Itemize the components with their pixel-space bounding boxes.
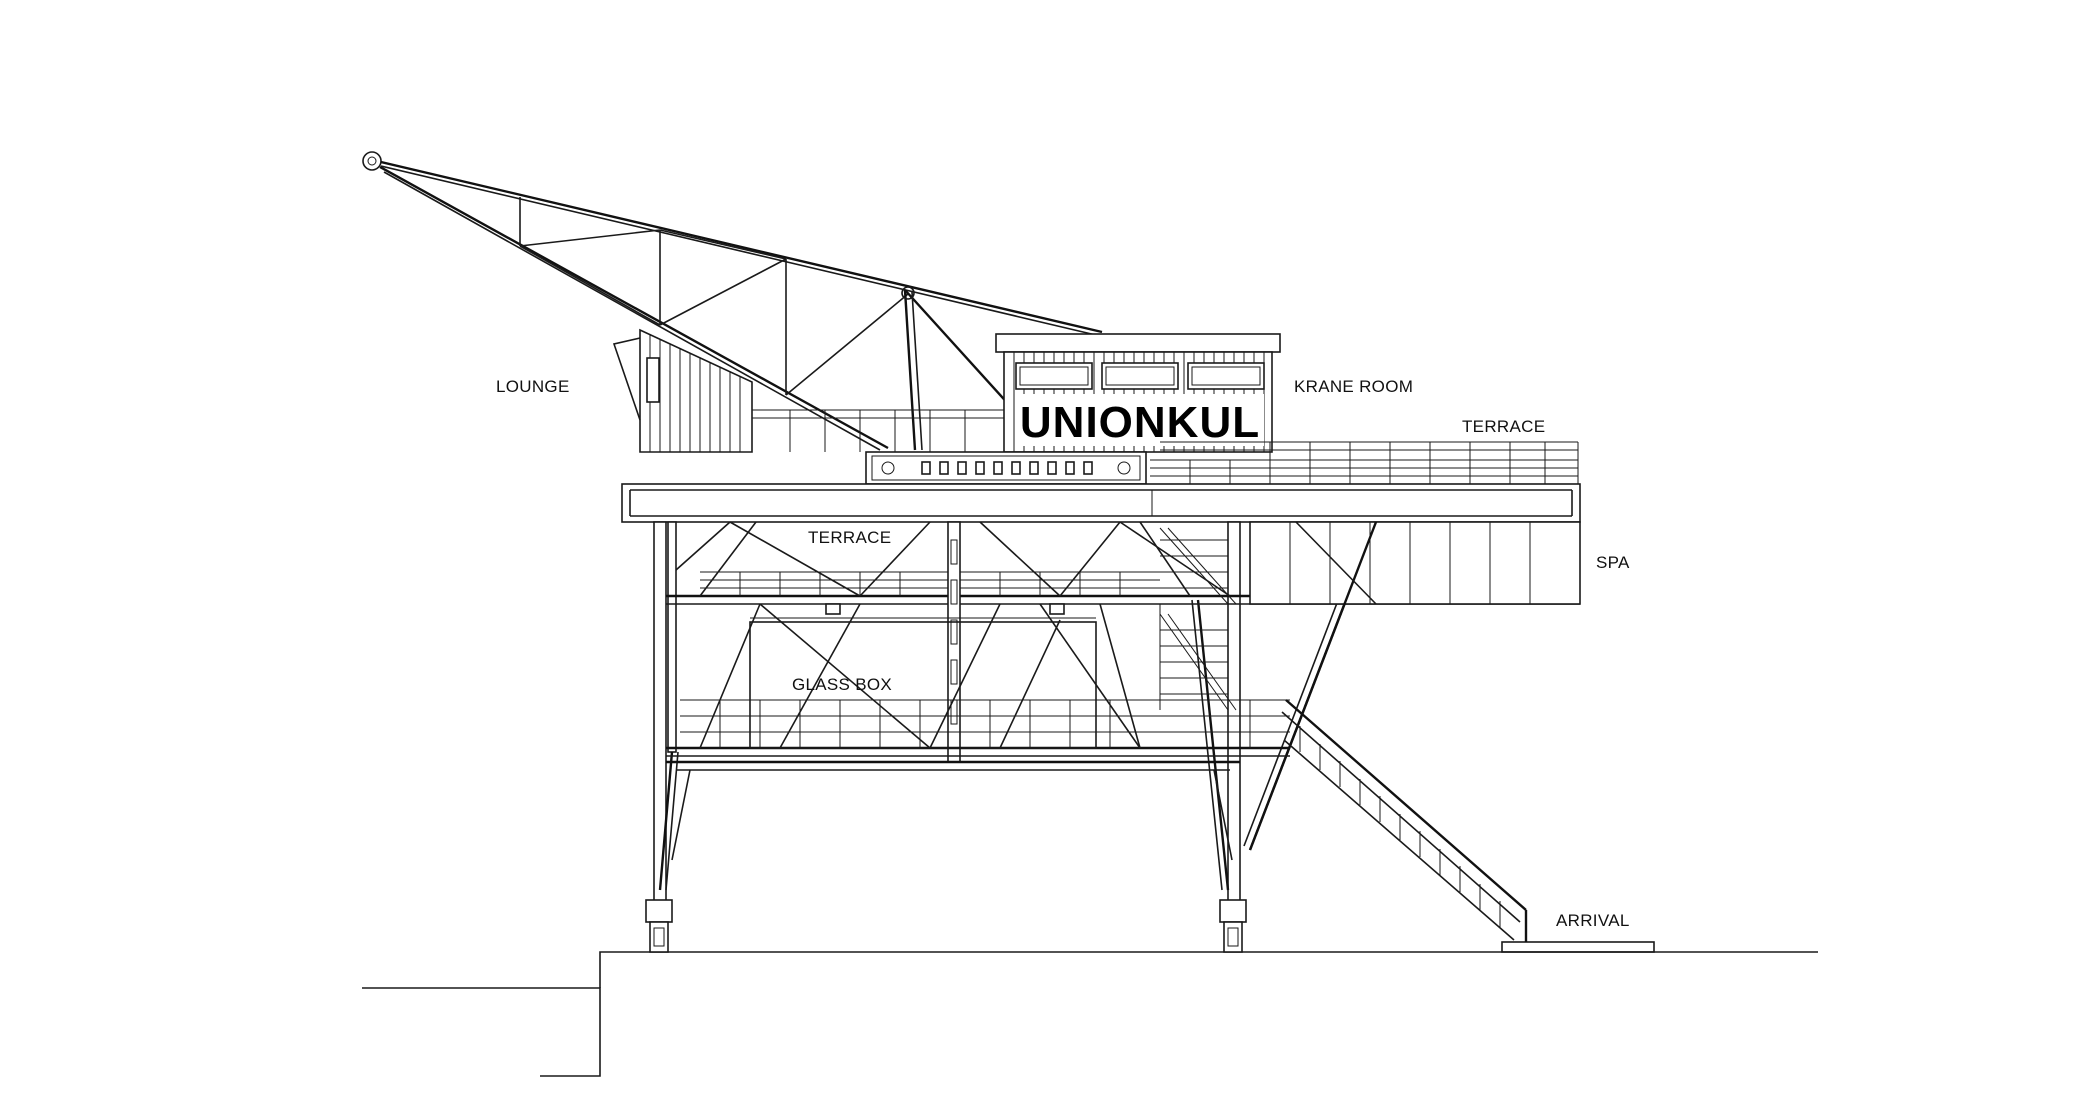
krane-room-cabin: UNIONKUL	[995, 333, 1281, 453]
label-krane-room: KRANE ROOM	[1294, 377, 1413, 396]
internal-stair	[1159, 527, 1237, 711]
label-terrace-middle: TERRACE	[808, 528, 891, 547]
upper-terrace-railing	[1150, 441, 1579, 484]
room-labels: LOUNGE KRANE ROOM TERRACE TERRACE SPA GL…	[496, 377, 1630, 930]
upper-railing	[752, 409, 1005, 452]
label-terrace-upper: TERRACE	[1462, 417, 1545, 436]
gantry-legs	[645, 521, 1378, 953]
glass-box	[666, 603, 1290, 757]
label-spa: SPA	[1596, 553, 1630, 572]
lower-beam	[666, 760, 1240, 861]
label-glass-box: GLASS BOX	[792, 675, 892, 694]
ground	[362, 941, 1818, 1077]
label-arrival: ARRIVAL	[1556, 911, 1630, 930]
brand-name: UNIONKUL	[1020, 398, 1260, 447]
label-lounge: LOUNGE	[496, 377, 570, 396]
lounge-cabin	[612, 328, 753, 453]
main-deck	[621, 483, 1581, 523]
slewing-ring	[865, 451, 1147, 485]
spa-enclosure	[1248, 521, 1581, 851]
arrival-stair	[1281, 699, 1528, 942]
